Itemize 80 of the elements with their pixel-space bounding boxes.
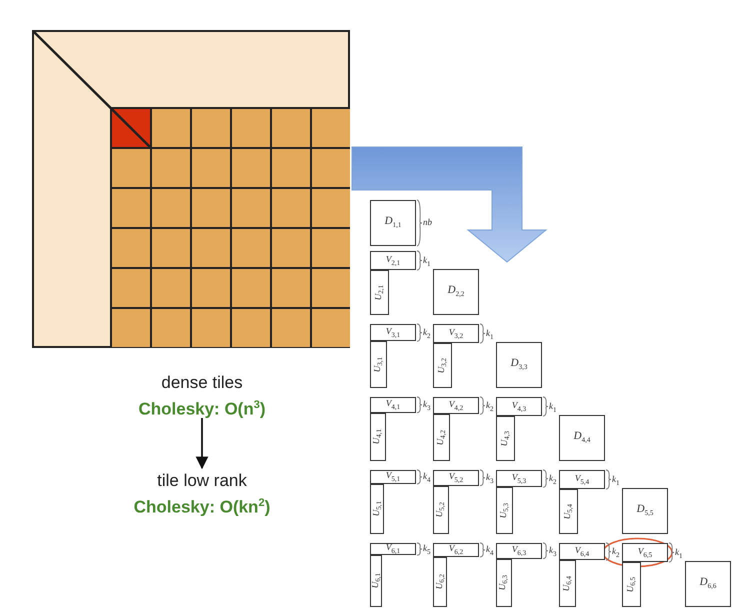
tile-label: V$_{6,1}$ [386,543,400,555]
rank-label: k$_{4}$ [423,472,430,484]
u-factor-tile [496,416,515,461]
rank-label: k$_{5}$ [423,544,430,556]
u-factor-tile [433,343,452,388]
tile-label: D$_{4,4}$ [574,431,590,445]
u-factor-tile [433,414,450,461]
v-factor-tile [370,470,416,484]
u-factor-tile [559,489,578,534]
tile-label: V$_{5,2}$ [448,472,464,484]
rank-label: k$_{3}$ [549,546,556,558]
tile-label: D$_{3,3}$ [510,358,528,372]
tile-label: V$_{5,1}$ [386,471,400,483]
u-factor-tile [433,486,449,534]
tile-label: D$_{5,5}$ [636,504,654,518]
v-factor-tile [370,397,416,413]
tile-label: V$_{3,1}$ [386,326,400,339]
v-factor-tile [370,251,416,270]
matrix-drawing [32,30,350,348]
tile-label: D$_{2,2}$ [448,285,464,299]
u-factor-tile [433,556,447,607]
arrow [196,418,208,470]
dense-tile [496,342,542,388]
rank-label: k$_{3}$ [423,400,430,412]
tile-label: D$_{1,1}$ [384,216,402,230]
tile-label: V$_{4,1}$ [386,398,400,411]
u-factor-tile [496,487,514,534]
tile-label: V$_{6,5}$ [638,546,652,558]
rank-label: nb [423,218,432,227]
block-arrow [352,146,548,263]
tile-label: V$_{5,4}$ [574,474,590,486]
caption-text: dense tiles [161,372,243,394]
rank-label: k$_{1}$ [549,402,556,414]
rank-label: k$_{1}$ [423,256,430,268]
u-factor-tile [370,484,384,534]
caption-text: tile low rank [157,470,247,492]
u-factor-tile [496,558,512,607]
rank-label: k$_{1}$ [675,548,682,560]
dense-tile [433,269,479,315]
dense-tile [622,488,668,534]
tile-label: V$_{4,2}$ [448,400,464,412]
dense-tile [559,415,605,461]
v-factor-tile [370,324,416,342]
u-factor-tile [370,555,382,607]
tile-label: V$_{6,3}$ [512,544,526,557]
tile-label: V$_{4,3}$ [512,400,526,412]
v-factor-tile [496,397,542,416]
rank-label: k$_{2}$ [486,400,494,412]
rank-label: k$_{4}$ [486,544,494,557]
complexity-label: Cholesky: O(kn$^{2}$) [134,496,270,519]
v-factor-tile [433,470,479,486]
v-factor-tile [496,470,542,488]
v-factor-tile [370,543,416,556]
u-factor-tile [370,412,386,461]
rank-label: k$_{1}$ [486,328,494,340]
tile-label: V$_{6,2}$ [448,544,464,556]
tile-label: D$_{6,6}$ [700,577,716,591]
v-factor-tile [622,543,668,562]
rank-label: k$_{2}$ [423,328,430,340]
tile-label: V$_{2,1}$ [386,254,400,266]
rank-label: k$_{2}$ [549,474,556,486]
u-factor-tile [559,560,576,607]
v-factor-tile [496,543,542,559]
u-factor-tile [622,562,641,607]
rank-label: k$_{2}$ [612,546,620,558]
u-factor-tile [370,341,388,388]
v-factor-tile [559,470,605,489]
v-factor-tile [433,397,479,414]
complexity-label: Cholesky: O(n$^{3}$) [138,398,266,421]
rank-label: k$_{3}$ [486,472,494,485]
rank-label: k$_{1}$ [612,474,620,486]
v-factor-tile [433,543,479,557]
dense-tile [370,200,416,246]
u-factor-tile [370,270,389,315]
dense-tile [685,561,731,607]
tile-label: V$_{3,2}$ [448,328,464,340]
v-factor-tile [559,543,605,560]
tile-label: V$_{6,4}$ [574,546,590,558]
v-factor-tile [433,324,479,343]
tile-label: V$_{5,3}$ [512,472,526,485]
